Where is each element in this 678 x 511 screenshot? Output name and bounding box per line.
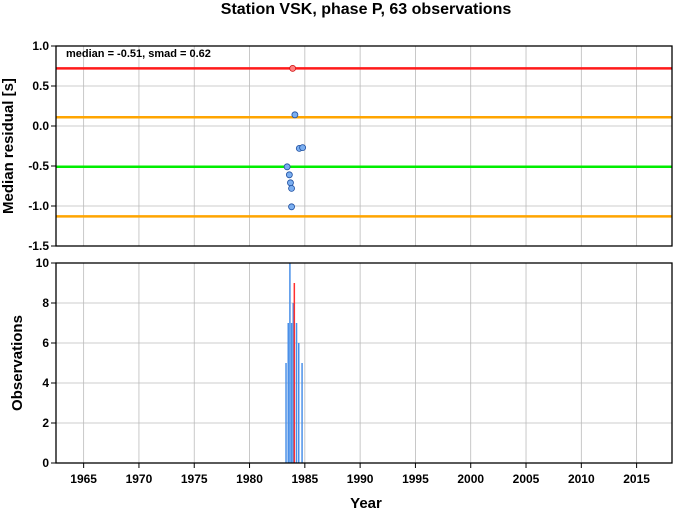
observations-plot-frame (55, 262, 673, 464)
residual-y-tick-label: -1.0 (28, 199, 49, 213)
x-axis-title: Year (350, 495, 382, 511)
x-tick-label: 2000 (457, 472, 484, 486)
residual-y-axis-title: Median residual [s] (0, 78, 17, 214)
observation-bars (285, 263, 303, 463)
observations-panel: 0 2 4 6 8 10 1965 1970 1975 1980 1985 1990 1995 2000… (9, 256, 673, 511)
x-tick-label: 1990 (347, 472, 374, 486)
observations-y-axis-title: Observations (9, 315, 26, 411)
observations-grid (56, 262, 672, 464)
residual-point (285, 171, 293, 179)
reference-lines (56, 67, 672, 218)
chart-title: Station VSK, phase P, 63 observations (221, 1, 512, 18)
residual-point (287, 179, 294, 187)
year-x-ticks: 1965 1970 1975 1980 1985 1990 1995 2000 2005 2010… (70, 463, 650, 486)
x-tick-label: 1980 (236, 472, 263, 486)
residual-y-tick-label: 0.0 (32, 119, 49, 133)
residual-plot-frame (55, 45, 673, 247)
x-tick-label: 1985 (291, 472, 318, 486)
x-tick-label: 1965 (70, 472, 97, 486)
observations-y-tick-label: 0 (42, 456, 49, 470)
observations-y-tick-label: 6 (42, 336, 49, 350)
residual-point (299, 144, 307, 152)
residual-point (288, 203, 295, 211)
observations-y-ticks: 0 2 4 6 8 10 (36, 256, 56, 470)
residual-y-tick-label: 0.5 (32, 79, 49, 93)
x-tick-label: 2005 (513, 472, 540, 486)
residual-point (283, 163, 291, 171)
outlier-point (289, 65, 297, 72)
observations-y-tick-label: 2 (42, 416, 49, 430)
x-tick-label: 2015 (623, 472, 650, 486)
residual-y-tick-label: -0.5 (28, 159, 49, 173)
residual-points (283, 65, 307, 211)
residual-point (291, 111, 299, 119)
observations-y-tick-label: 4 (42, 376, 49, 390)
residual-y-tick-label: -1.5 (28, 239, 49, 253)
residual-point (288, 184, 295, 192)
observations-y-tick-label: 10 (36, 256, 50, 270)
stats-annotation: median = -0.51, smad = 0.62 (66, 48, 211, 60)
x-tick-label: 1970 (126, 472, 153, 486)
residual-panel: 1.0 0.5 0.0 -0.5 -1.0 -1.5 median = -0.51, sm… (0, 39, 673, 253)
residual-y-tick-label: 1.0 (32, 39, 49, 53)
x-tick-label: 1995 (402, 472, 429, 486)
x-tick-label: 2010 (568, 472, 595, 486)
residual-y-ticks: 1.0 0.5 0.0 -0.5 -1.0 -1.5 (28, 39, 56, 253)
x-tick-label: 1975 (181, 472, 208, 486)
observations-y-tick-label: 8 (42, 296, 49, 310)
